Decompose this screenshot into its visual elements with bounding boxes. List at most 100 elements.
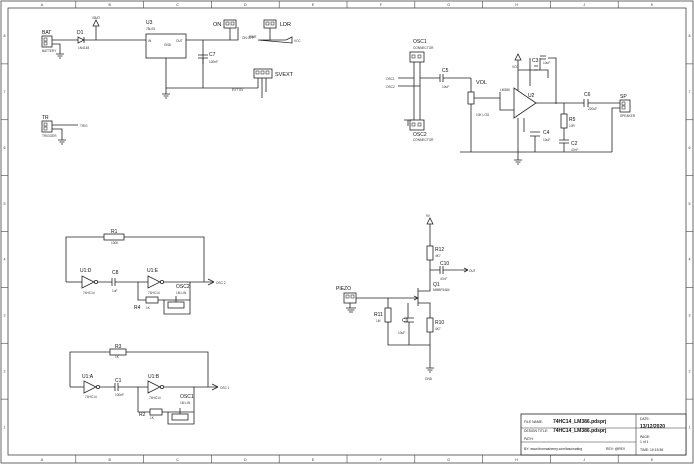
grid-col-label-bottom: J <box>583 458 585 462</box>
tb-file-name: 74HC14_LM386.pdsprj <box>553 419 607 425</box>
grid-row-label-right: 6 <box>689 146 691 150</box>
grid-row-label-left: 8 <box>4 34 6 38</box>
d1-ref: D1 <box>77 30 84 36</box>
grid-col-label-bottom: E <box>312 458 315 462</box>
osc1-conn-ref: OSC1 <box>413 39 427 45</box>
r4-resistor <box>145 296 159 304</box>
r10-val: 4K7 <box>435 327 441 331</box>
tb-date: 13/12/2020 <box>640 424 665 430</box>
tr-val: TRIGGER <box>42 134 57 138</box>
r4-val: 1K <box>146 306 151 310</box>
tb-page-label: PAGE: <box>640 435 650 439</box>
r5-val: 10R <box>569 124 576 128</box>
grid-col-label-top: D <box>244 3 247 7</box>
r5-resistor <box>560 113 568 129</box>
bat-connector <box>41 35 53 48</box>
battery-regulator-block: BAT BATTERY D1 1N4148 VBAT U3 78L05 IN O… <box>41 16 301 99</box>
net-extsv: EXT SV <box>232 88 244 92</box>
r11-resistor <box>384 307 392 323</box>
net-out: OUT <box>469 269 476 273</box>
grid-col-label-bottom: K <box>651 458 654 462</box>
u1b-inverter <box>147 380 161 394</box>
grid-row-label-right: 2 <box>689 369 691 373</box>
net-pwr: PWR <box>249 35 257 39</box>
u2-val: LM386 <box>500 88 510 92</box>
c6-val: 220uF <box>588 107 597 111</box>
u3-pin-in: IN <box>148 39 152 43</box>
net-onoff: ON OFF <box>242 36 254 40</box>
c3-ref: C3 <box>532 58 539 64</box>
tb-path-label: PATH: <box>524 437 534 441</box>
osc2-conn-ref: OSC2 <box>413 132 427 138</box>
grid-row-label-right: 1 <box>689 425 691 429</box>
grid-row-label-left: 6 <box>4 146 6 150</box>
c9-val: 10uF <box>398 331 405 335</box>
osc2-pot <box>167 301 185 309</box>
r1-resistor <box>103 233 125 241</box>
u2-amplifier <box>513 87 537 119</box>
c1-val: 100nF <box>115 393 124 397</box>
d1-val: 1N4148 <box>78 46 89 50</box>
osc1-connector <box>409 51 425 63</box>
u1a-ref: U1:A <box>82 374 94 380</box>
q1-transistor <box>412 288 431 318</box>
net-osc1-out: OSC 1 <box>220 386 230 390</box>
u2-ref: U2 <box>528 93 535 99</box>
sp-val: SPEAKER <box>620 114 636 118</box>
c10-ref: C10 <box>440 261 449 267</box>
c8-val: 1uF <box>112 289 118 293</box>
tb-date-label: DATE: <box>640 417 650 421</box>
tb-title-label: DESIGN TITLE: <box>524 429 548 433</box>
u1a-val: 74HC14 <box>85 395 97 399</box>
grid-col-label-bottom: G <box>447 458 450 462</box>
grid-col-label-top: G <box>447 3 450 7</box>
net-vcc: VCC <box>294 39 301 43</box>
q1-ref: Q1 <box>433 282 440 288</box>
c10-val: 47nF <box>440 277 447 281</box>
grid-col-label-bottom: D <box>244 458 247 462</box>
trigger-block: TR TRIGGER TRIG <box>41 115 88 145</box>
amplifier-block: OSC1 CONNECTOR OSC2 CONNECTOR OSC1 OSC2 … <box>386 39 636 165</box>
grid-col-label-top: B <box>108 3 111 7</box>
grid-col-label-bottom: B <box>108 458 111 462</box>
tr-connector <box>41 120 53 133</box>
osc2-pot-ref: OSC2 <box>176 284 190 290</box>
u3-ref: U3 <box>146 20 153 26</box>
r10-resistor <box>426 317 434 333</box>
ldr-ref: LDR <box>280 22 291 28</box>
u3-val: 78L05 <box>146 27 155 31</box>
r1-ref: R1 <box>111 229 118 235</box>
c5-val: 10uF <box>442 85 449 89</box>
grid-col-label-bottom: F <box>380 458 383 462</box>
grid-row-label-left: 4 <box>4 258 6 262</box>
osc2-pot-val: 1M LIN <box>176 291 187 295</box>
u1e-val: 74HC14 <box>148 291 160 295</box>
grid-col-label-top: H <box>515 3 518 7</box>
grid-col-label-top: C <box>176 3 179 7</box>
net-osc2: OSC2 <box>386 85 395 89</box>
vbat-label: VBAT <box>92 16 100 20</box>
vol-val: 10K LOG <box>476 113 490 117</box>
r2-resistor <box>149 408 163 416</box>
r5-ref: R5 <box>569 117 576 123</box>
r3-ref: R3 <box>115 344 122 350</box>
net-osc1: OSC1 <box>386 77 395 81</box>
r10-ref: R10 <box>435 320 444 326</box>
u1d-inverter <box>81 275 95 289</box>
c4-val: 10uF <box>543 138 550 142</box>
tr-ref: TR <box>42 115 49 121</box>
r3-resistor <box>109 348 127 356</box>
tb-by: BY: www.thomashenry.com/fascinating <box>524 447 582 451</box>
grid-col-label-bottom: H <box>515 458 518 462</box>
u1a-inverter <box>83 380 97 394</box>
grid-row-label-right: 8 <box>689 34 691 38</box>
u2-vcc: VCC <box>512 65 519 69</box>
on-ref: ON <box>213 22 221 28</box>
title-block: FILE NAME: 74HC14_LM386.pdsprj DESIGN TI… <box>520 413 687 456</box>
grid-col-label-top: J <box>583 3 585 7</box>
c2-ref: C2 <box>571 141 578 147</box>
grid-row-label-right: 3 <box>689 314 691 318</box>
